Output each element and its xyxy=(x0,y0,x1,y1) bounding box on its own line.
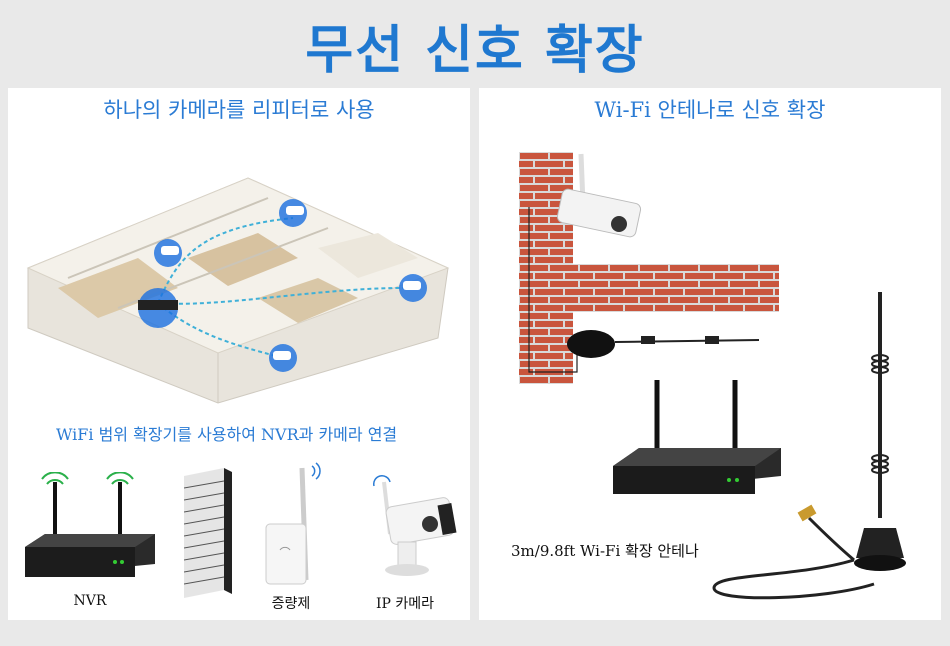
right-panel: Wi-Fi 안테나로 신호 확장 xyxy=(479,88,941,620)
nvr-device-image-right xyxy=(613,380,781,494)
left-panel-heading: 하나의 카메라를 리피터로 사용 xyxy=(103,98,375,122)
nvr-device-image xyxy=(25,472,155,577)
left-panel-caption: WiFi 범위 확장기를 사용하여 NVR과 카메라 연결 xyxy=(56,425,398,444)
left-panel: 하나의 카메라를 리피터로 사용 WiFi 범위 확장기를 사용하여 NVR과 … xyxy=(8,88,470,620)
right-panel-caption: 3m/9.8ft Wi-Fi 확장 안테나 xyxy=(511,542,699,560)
right-panel-heading: Wi-Fi 안테나로 신호 확장 xyxy=(594,98,826,122)
page-title: 무선 신호 확장 xyxy=(305,21,645,81)
wifi-extender-image xyxy=(265,462,321,585)
magnetic-antenna-image xyxy=(712,292,906,600)
house-floorplan-illustration xyxy=(26,177,450,404)
brick-wall-image xyxy=(184,468,232,598)
ip-camera-image xyxy=(373,475,457,576)
nvr-label: NVR xyxy=(73,593,107,609)
ip-camera-label: IP 카메라 xyxy=(375,596,435,612)
extender-label: 증량제 xyxy=(271,596,311,612)
brick-wall-camera-image xyxy=(519,152,779,384)
